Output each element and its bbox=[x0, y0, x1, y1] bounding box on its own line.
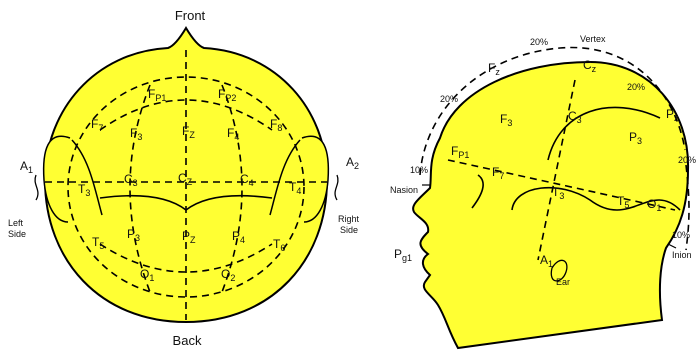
left-side-label-line2: Side bbox=[8, 229, 26, 239]
inion-marker bbox=[668, 244, 676, 248]
front-label: Front bbox=[175, 8, 206, 23]
side-electrode-fz: Fz bbox=[488, 61, 500, 77]
side-electrode-cz: Cz bbox=[583, 58, 597, 74]
pct-cz-pz: 20% bbox=[627, 82, 645, 92]
pct-nasion-fp1: 10% bbox=[410, 165, 428, 175]
pct-fz-cz: 20% bbox=[530, 37, 548, 47]
nasion-label: Nasion bbox=[390, 185, 418, 195]
pct-fp1-fz: 20% bbox=[440, 94, 458, 104]
top-electrode-a2: A2 bbox=[346, 155, 359, 171]
right-side-label-line2: Side bbox=[340, 225, 358, 235]
right-side-label-line1: Right bbox=[338, 214, 360, 224]
top-electrode-a1: A1 bbox=[20, 159, 33, 175]
vertex-label: Vertex bbox=[580, 34, 606, 44]
pct-pz-o1: 20% bbox=[678, 155, 696, 165]
inion-label: Inion bbox=[672, 250, 692, 260]
a1-lead bbox=[35, 175, 38, 200]
ear-label: Ear bbox=[556, 277, 570, 287]
side-electrode-pz: Pz bbox=[666, 107, 679, 123]
side-electrode-pg1: Pg1 bbox=[394, 247, 412, 263]
a2-lead bbox=[335, 175, 338, 200]
pct-o1-inion: 10% bbox=[672, 230, 690, 240]
side-view: Vertex Nasion Inion Ear 20% 20% 20% 10% … bbox=[390, 34, 696, 348]
back-label: Back bbox=[173, 333, 202, 348]
left-side-label-line1: Left bbox=[8, 218, 24, 228]
